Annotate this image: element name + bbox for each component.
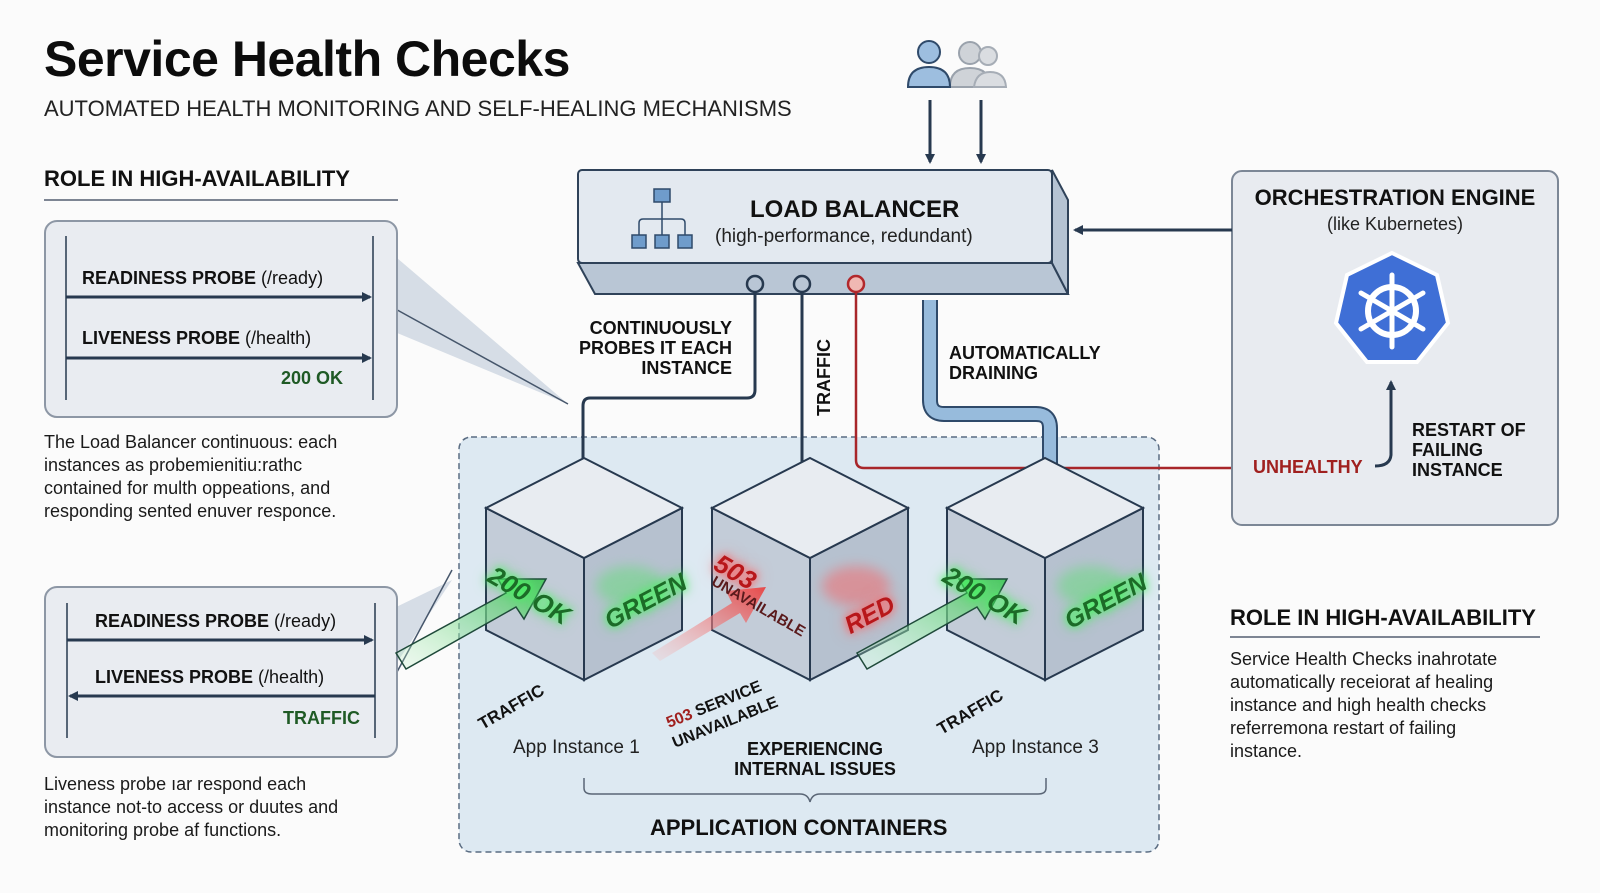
probe-status-200-ok: 200 OK bbox=[281, 368, 344, 388]
left-description-1: The Load Balancer continuous: each insta… bbox=[44, 431, 404, 523]
orchestration-subtitle: (like Kubernetes) bbox=[1326, 214, 1464, 234]
instance-2-name: EXPERIENCING INTERNAL ISSUES bbox=[705, 739, 925, 779]
left-section-heading: ROLE IN HIGH-AVAILABILITY bbox=[44, 166, 350, 191]
unhealthy-label: UNHEALTHY bbox=[1253, 457, 1363, 477]
instance-2-cube[interactable] bbox=[652, 456, 911, 682]
probe-flow-label: CONTINUOUSLY PROBES IT EACH INSTANCE bbox=[560, 318, 732, 378]
cube-top-face bbox=[709, 456, 911, 560]
readiness-probe-name: READINESS PROBE bbox=[95, 611, 270, 631]
probe-box-1 bbox=[44, 220, 398, 418]
label-line: DRAINING bbox=[949, 363, 1038, 383]
users-icon bbox=[906, 40, 1008, 88]
right-description: Service Health Checks inahrotate automat… bbox=[1230, 648, 1560, 763]
page-subtitle: AUTOMATED HEALTH MONITORING AND SELF-HEA… bbox=[44, 96, 792, 121]
instance-1-name: App Instance 1 bbox=[513, 737, 640, 758]
label-line: RESTART OF bbox=[1412, 420, 1526, 440]
restart-label: RESTART OF FAILING INSTANCE bbox=[1412, 420, 1526, 480]
lb-port-1 bbox=[745, 274, 765, 294]
description-line: instance and high health checks bbox=[1230, 695, 1487, 715]
callout-wedge-top bbox=[389, 252, 569, 405]
description-line: instance. bbox=[1230, 741, 1303, 761]
description-line: instances as probemienitiu:rathc bbox=[44, 455, 303, 475]
instance-1-cube[interactable] bbox=[394, 456, 685, 682]
label-line: INTERNAL ISSUES bbox=[734, 759, 896, 779]
network-hierarchy-icon bbox=[631, 188, 693, 249]
health-glow bbox=[1057, 566, 1125, 606]
lb-port-2 bbox=[792, 274, 812, 294]
traffic-flow-label: TRAFFIC bbox=[814, 339, 834, 416]
label-line: CONTINUOUSLY bbox=[589, 318, 732, 338]
label-line: FAILING bbox=[1412, 440, 1483, 460]
label-line: EXPERIENCING bbox=[746, 739, 884, 759]
right-section-heading: ROLE IN HIGH-AVAILABILITY bbox=[1230, 605, 1536, 630]
load-balancer-title: LOAD BALANCER bbox=[750, 196, 960, 223]
liveness-probe-path: (/health) bbox=[253, 667, 325, 687]
description-line: instance not-to access or duutes and bbox=[44, 797, 339, 817]
description-line: The Load Balancer continuous: each bbox=[44, 432, 338, 452]
left-heading-rule bbox=[44, 199, 398, 201]
probe-box-2 bbox=[44, 586, 398, 758]
health-glow bbox=[596, 566, 664, 606]
instance-3-name: App Instance 3 bbox=[972, 737, 1099, 758]
description-line: Liveness probe ıar respond each bbox=[44, 774, 307, 794]
load-balancer-box[interactable] bbox=[576, 169, 1070, 295]
cube-top-face bbox=[944, 456, 1146, 560]
description-line: automatically receiorat af healing bbox=[1230, 672, 1494, 692]
label-line: INSTANCE bbox=[1412, 460, 1503, 480]
cube-top-face bbox=[483, 456, 685, 560]
probe-line bbox=[578, 292, 757, 524]
liveness-probe-label-1: LIVENESS PROBE (/health) bbox=[82, 328, 311, 349]
page-title: Service Health Checks bbox=[44, 31, 570, 87]
kubernetes-helm-icon bbox=[1333, 250, 1451, 364]
containers-brace bbox=[583, 778, 1047, 803]
instance-3-cube[interactable] bbox=[855, 456, 1146, 682]
traffic-arrow-icon bbox=[394, 578, 548, 671]
application-containers-label: APPLICATION CONTAINERS bbox=[650, 815, 948, 840]
label-line: PROBES IT EACH bbox=[578, 338, 732, 358]
traffic-arrow-icon bbox=[855, 578, 1009, 671]
health-glow bbox=[822, 566, 890, 606]
label-line: AUTOMATICALLY bbox=[949, 343, 1101, 363]
lb-port-3-alert bbox=[846, 274, 866, 294]
liveness-probe-label-2: LIVENESS PROBE (/health) bbox=[95, 667, 324, 688]
restart-arrow bbox=[1374, 380, 1396, 468]
traffic-arrow-icon bbox=[652, 587, 766, 661]
readiness-probe-label-1: READINESS PROBE (/ready) bbox=[82, 268, 323, 289]
readiness-probe-label-2: READINESS PROBE (/ready) bbox=[95, 611, 336, 632]
orchestration-title: ORCHESTRATION ENGINE bbox=[1254, 185, 1536, 210]
unhealthy-signal-line bbox=[854, 292, 1250, 470]
description-line: contained for multh oppeations, and bbox=[44, 478, 331, 498]
probe-status-traffic: TRAFFIC bbox=[283, 708, 360, 728]
description-line: responding sented enuver responce. bbox=[44, 501, 337, 521]
right-heading-rule bbox=[1230, 636, 1540, 638]
description-line: Service Health Checks inahrotate bbox=[1230, 649, 1498, 669]
load-balancer-subtitle: (high-performance, redundant) bbox=[715, 226, 973, 247]
label-line: INSTANCE bbox=[641, 358, 732, 378]
readiness-probe-path: (/ready) bbox=[256, 268, 324, 288]
description-line: referremona restart of failing bbox=[1230, 718, 1457, 738]
liveness-probe-name: LIVENESS PROBE bbox=[82, 328, 241, 348]
liveness-probe-name: LIVENESS PROBE bbox=[95, 667, 254, 687]
description-line: monitoring probe af functions. bbox=[44, 820, 282, 840]
readiness-probe-name: READINESS PROBE bbox=[82, 268, 257, 288]
liveness-probe-path: (/health) bbox=[240, 328, 312, 348]
readiness-probe-path: (/ready) bbox=[269, 611, 337, 631]
left-description-2: Liveness probe ıar respond each instance… bbox=[44, 773, 424, 842]
draining-flow-label: AUTOMATICALLY DRAINING bbox=[949, 343, 1101, 383]
